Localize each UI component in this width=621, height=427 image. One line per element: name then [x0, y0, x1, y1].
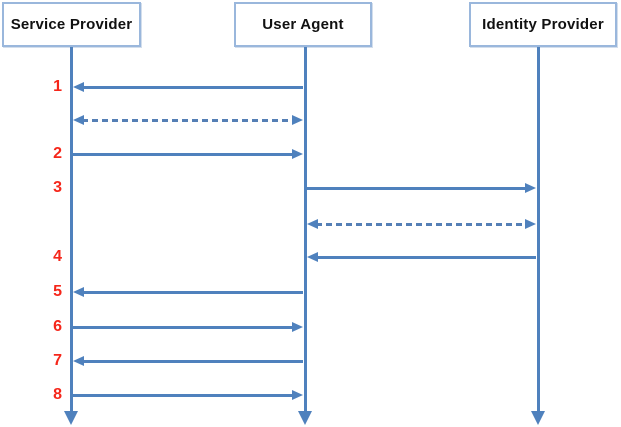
- lifeline-identity-provider: [536, 47, 540, 411]
- message-arrow-5-line: [82, 290, 303, 294]
- message-arrow-6-line: [73, 325, 294, 329]
- message-arrow-4-line: [316, 255, 536, 259]
- message-arrow-dashed-4-arrowhead-left-icon: [307, 218, 318, 229]
- message-arrow-dashed-1-arrowhead-left-icon: [73, 114, 84, 125]
- message-arrow-dashed-4-arrowhead-right-icon: [525, 218, 536, 229]
- message-arrow-1-line: [82, 85, 303, 89]
- message-arrow-4-arrowhead-left-icon: [307, 251, 318, 262]
- message-arrow-6-arrowhead-right-icon: [292, 321, 303, 332]
- step-number-7: 7: [53, 352, 62, 369]
- actor-label-user-agent: User Agent: [262, 16, 344, 33]
- message-arrow-dashed-1-line: [82, 118, 294, 122]
- lifeline-service-provider: [69, 47, 73, 411]
- lifeline-arrowhead-icon-user-agent: [298, 411, 312, 425]
- actor-label-service-provider: Service Provider: [10, 16, 133, 33]
- step-number-8: 8: [53, 386, 62, 403]
- message-arrow-dashed-1-arrowhead-right-icon: [292, 114, 303, 125]
- step-number-1: 1: [53, 78, 62, 95]
- step-number-5: 5: [53, 283, 62, 300]
- message-arrow-dashed-4-line: [316, 222, 527, 226]
- actor-box-service-provider: Service Provider: [2, 2, 141, 47]
- lifeline-user-agent: [303, 47, 307, 411]
- step-number-3: 3: [53, 179, 62, 196]
- actor-box-user-agent: User Agent: [234, 2, 372, 47]
- actor-label-identity-provider: Identity Provider: [482, 16, 604, 33]
- message-arrow-2-arrowhead-right-icon: [292, 148, 303, 159]
- actor-box-identity-provider: Identity Provider: [469, 2, 617, 47]
- message-arrow-8-line: [73, 393, 294, 397]
- message-arrow-3-line: [307, 186, 527, 190]
- message-arrow-1-arrowhead-left-icon: [73, 81, 84, 92]
- message-arrow-2-line: [73, 152, 294, 156]
- step-number-4: 4: [53, 248, 62, 265]
- step-number-2: 2: [53, 145, 62, 162]
- message-arrow-7-line: [82, 359, 303, 363]
- step-number-6: 6: [53, 318, 62, 335]
- message-arrow-5-arrowhead-left-icon: [73, 286, 84, 297]
- lifeline-arrowhead-icon-identity-provider: [531, 411, 545, 425]
- lifeline-arrowhead-icon-service-provider: [64, 411, 78, 425]
- message-arrow-7-arrowhead-left-icon: [73, 355, 84, 366]
- message-arrow-8-arrowhead-right-icon: [292, 389, 303, 400]
- message-arrow-3-arrowhead-right-icon: [525, 182, 536, 193]
